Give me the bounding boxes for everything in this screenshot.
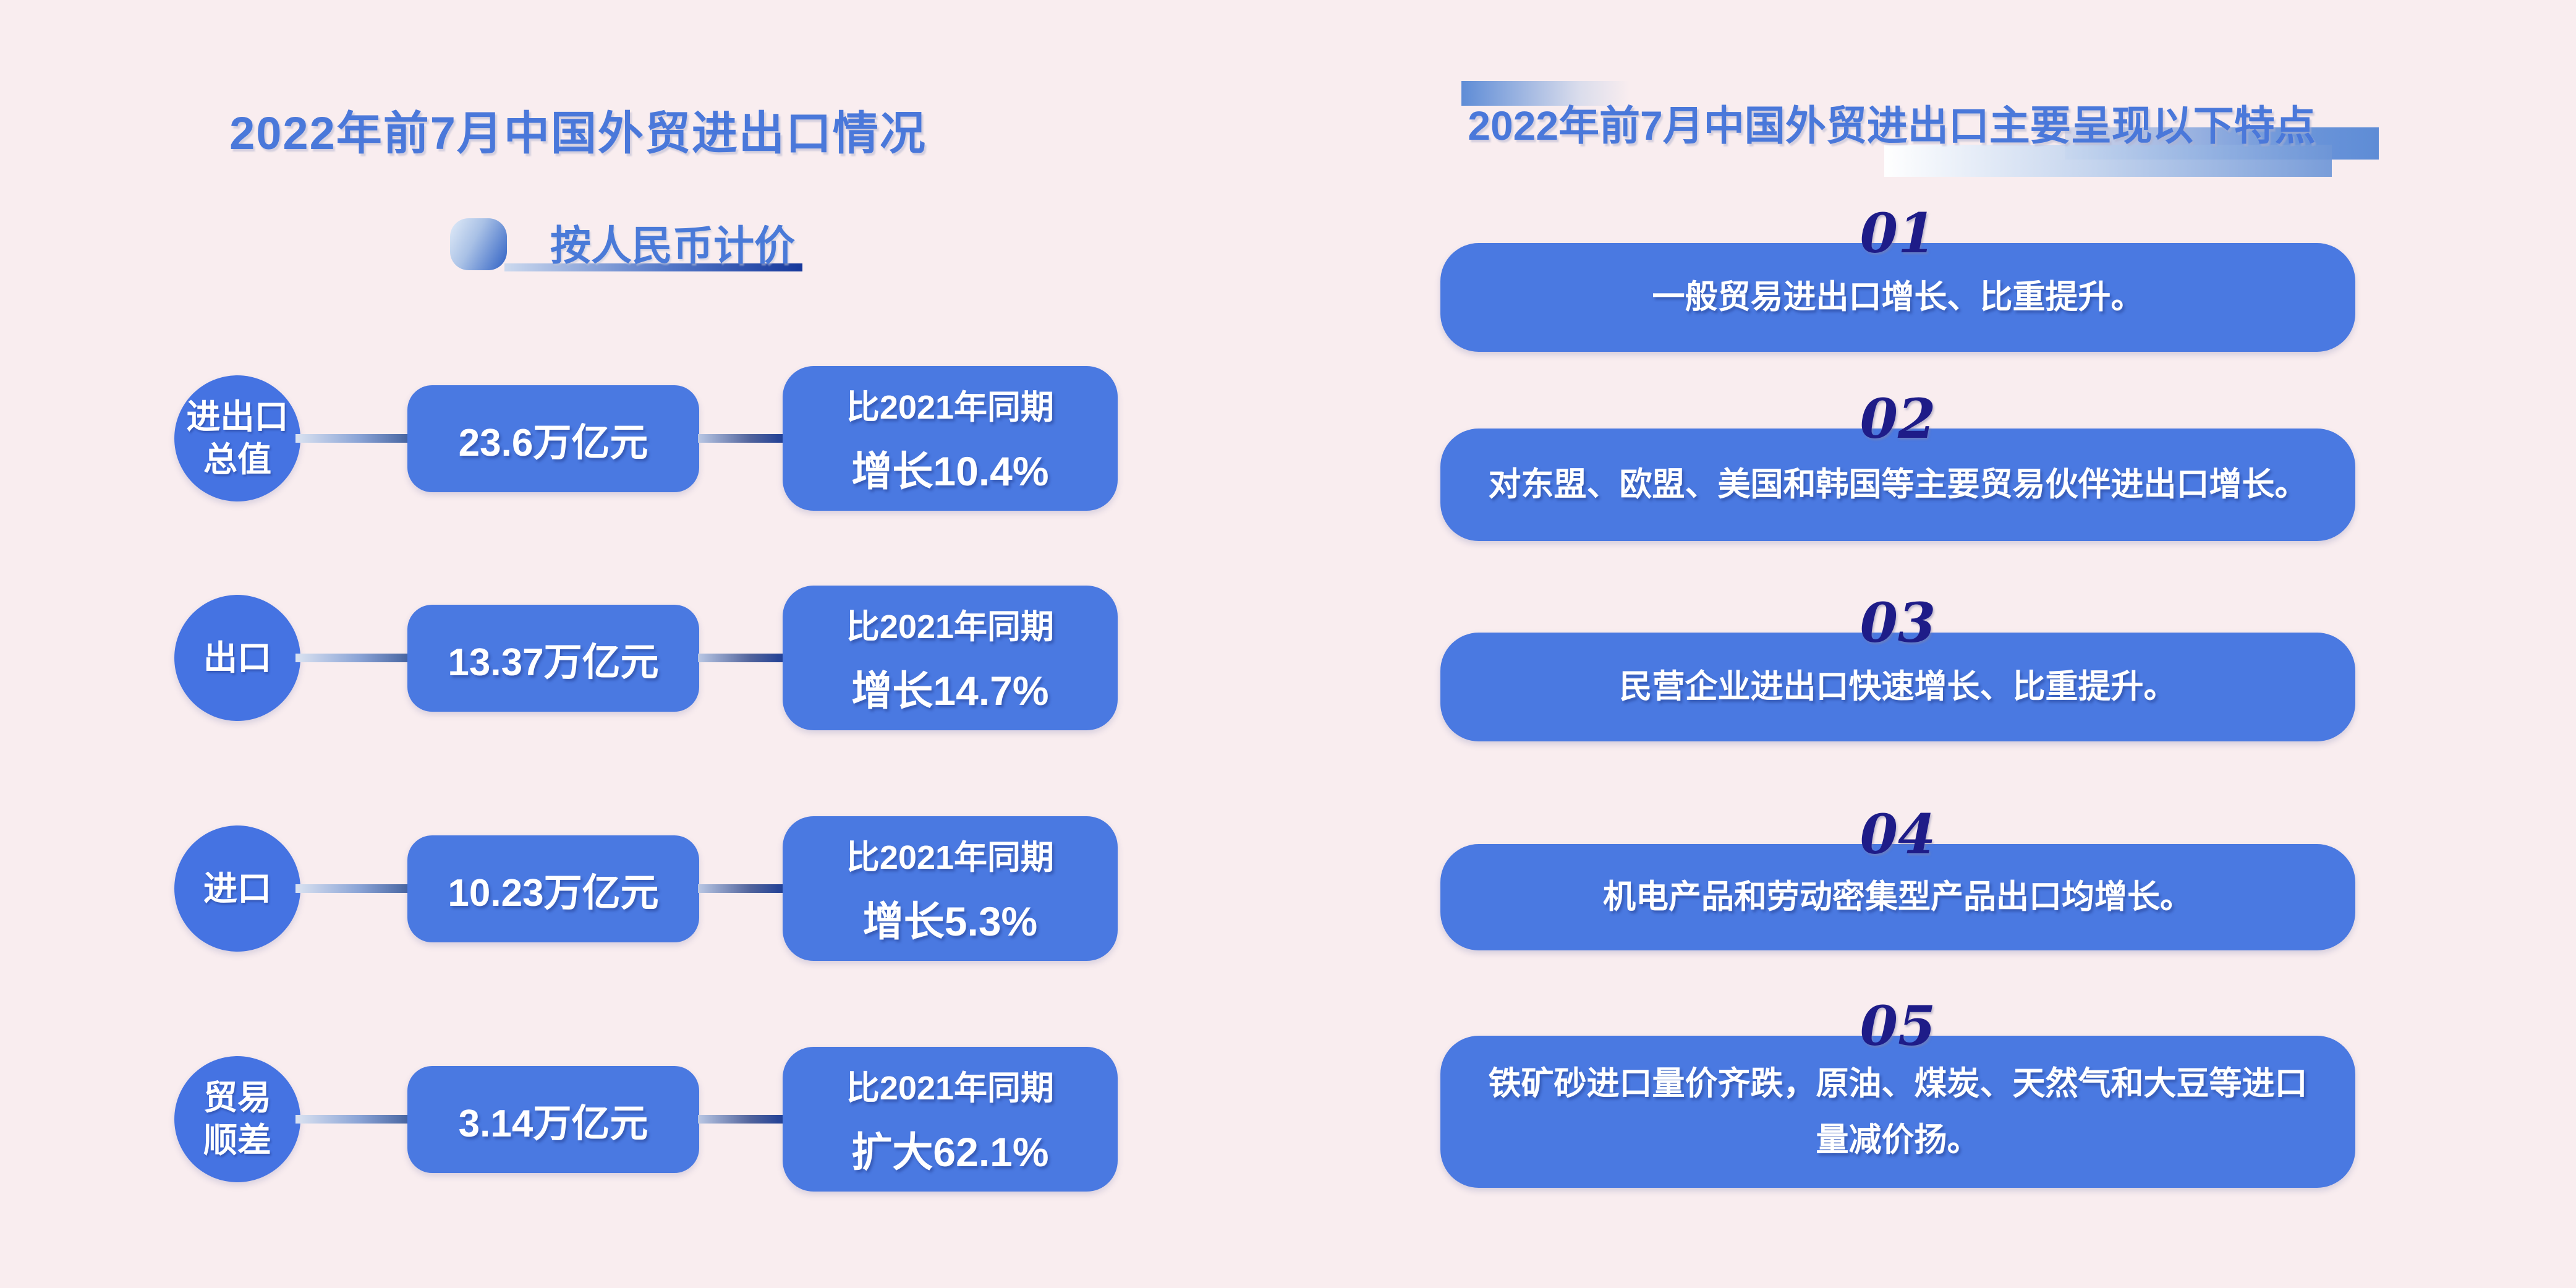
- feature-text: 民营企业进出口快速增长、比重提升。: [1619, 668, 2177, 706]
- feature-item-05: 铁矿砂进口量价齐跌，原油、煤炭、天然气和大豆等进口量减价扬。 05: [1440, 999, 2355, 1188]
- growth-rate-value: 增长5.3%: [862, 898, 1038, 944]
- growth-compare-label: 比2021年同期: [846, 388, 1055, 426]
- feature-number: 05: [1860, 994, 1936, 1058]
- connector-line: [698, 654, 786, 662]
- feature-text: 铁矿砂进口量价齐跌，原油、煤炭、天然气和大豆等进口量减价扬。: [1488, 1065, 2308, 1158]
- growth-compare-label: 比2021年同期: [846, 608, 1055, 646]
- circle-label-line1: 进口: [203, 869, 271, 908]
- feature-text: 一般贸易进出口增长、比重提升。: [1652, 279, 2144, 316]
- connector-line: [295, 434, 410, 443]
- growth-compare-label: 比2021年同期: [846, 1069, 1055, 1107]
- connector-line: [698, 884, 786, 893]
- feature-box: 一般贸易进出口增长、比重提升。: [1440, 243, 2355, 352]
- connector-line: [295, 654, 410, 662]
- left-panel-title: 2022年前7月中国外贸进出口情况: [229, 108, 927, 159]
- feature-item-04: 机电产品和劳动密集型产品出口均增长。 04: [1440, 807, 2355, 950]
- feature-item-01: 一般贸易进出口增长、比重提升。 01: [1440, 206, 2355, 352]
- growth-rate-value: 增长10.4%: [851, 448, 1049, 494]
- connector-line: [698, 1115, 786, 1124]
- feature-box: 对东盟、欧盟、美国和韩国等主要贸易伙伴进出口增长。: [1440, 429, 2355, 541]
- feature-number: 04: [1860, 802, 1936, 866]
- connector-line: [295, 884, 410, 893]
- growth-rate-value: 增长14.7%: [851, 667, 1049, 714]
- feature-box: 机电产品和劳动密集型产品出口均增长。: [1440, 844, 2355, 950]
- value-box: 10.23万亿元: [407, 835, 699, 942]
- title-deco-bar-left: [1461, 81, 1630, 106]
- trade-row-export: 出口 13.37万亿元 比2021年同期 增长14.7%: [174, 586, 1120, 730]
- feature-text: 对东盟、欧盟、美国和韩国等主要贸易伙伴进出口增长。: [1488, 466, 2308, 503]
- connector-line: [295, 1115, 410, 1124]
- circle-label-line2: 总值: [203, 440, 271, 479]
- subtitle-group: 按人民币计价: [450, 216, 833, 284]
- feature-box: 铁矿砂进口量价齐跌，原油、煤炭、天然气和大豆等进口量减价扬。: [1440, 1036, 2355, 1188]
- circle-label-line2: 顺差: [203, 1121, 271, 1159]
- growth-box: 比2021年同期 扩大62.1%: [783, 1047, 1118, 1192]
- circle-label-line1: 出口: [203, 638, 271, 677]
- feature-number: 03: [1860, 591, 1936, 655]
- feature-number: 02: [1860, 386, 1936, 451]
- row-circle-label: 出口: [174, 595, 300, 721]
- feature-text: 机电产品和劳动密集型产品出口均增长。: [1603, 879, 2193, 916]
- subtitle-bullet-icon: [450, 218, 507, 270]
- feature-item-03: 民营企业进出口快速增长、比重提升。 03: [1440, 595, 2355, 741]
- row-circle-label: 贸易 顺差: [174, 1056, 300, 1182]
- growth-rate-value: 扩大62.1%: [851, 1128, 1049, 1175]
- growth-compare-label: 比2021年同期: [846, 838, 1055, 876]
- subtitle-label: 按人民币计价: [550, 223, 795, 268]
- row-circle-label: 进出口 总值: [174, 375, 300, 501]
- connector-line: [698, 434, 786, 443]
- growth-box: 比2021年同期 增长14.7%: [783, 586, 1118, 730]
- circle-label-line1: 贸易: [203, 1078, 271, 1117]
- value-box: 13.37万亿元: [407, 605, 699, 712]
- trade-row-total: 进出口 总值 23.6万亿元 比2021年同期 增长10.4%: [174, 366, 1120, 511]
- trade-row-import: 进口 10.23万亿元 比2021年同期 增长5.3%: [174, 816, 1120, 961]
- circle-label-line1: 进出口: [186, 398, 289, 437]
- right-panel-title: 2022年前7月中国外贸进出口主要呈现以下特点: [1468, 103, 2316, 148]
- trade-row-surplus: 贸易 顺差 3.14万亿元 比2021年同期 扩大62.1%: [174, 1047, 1120, 1192]
- feature-box: 民营企业进出口快速增长、比重提升。: [1440, 633, 2355, 741]
- value-box: 3.14万亿元: [407, 1066, 699, 1173]
- feature-number: 01: [1860, 201, 1936, 265]
- subtitle-underline: [504, 263, 802, 271]
- title-deco-bar-front: [1884, 145, 2332, 177]
- value-box: 23.6万亿元: [407, 385, 699, 492]
- row-circle-label: 进口: [174, 825, 300, 952]
- growth-box: 比2021年同期 增长10.4%: [783, 366, 1118, 511]
- feature-item-02: 对东盟、欧盟、美国和韩国等主要贸易伙伴进出口增长。 02: [1440, 391, 2355, 541]
- growth-box: 比2021年同期 增长5.3%: [783, 816, 1118, 961]
